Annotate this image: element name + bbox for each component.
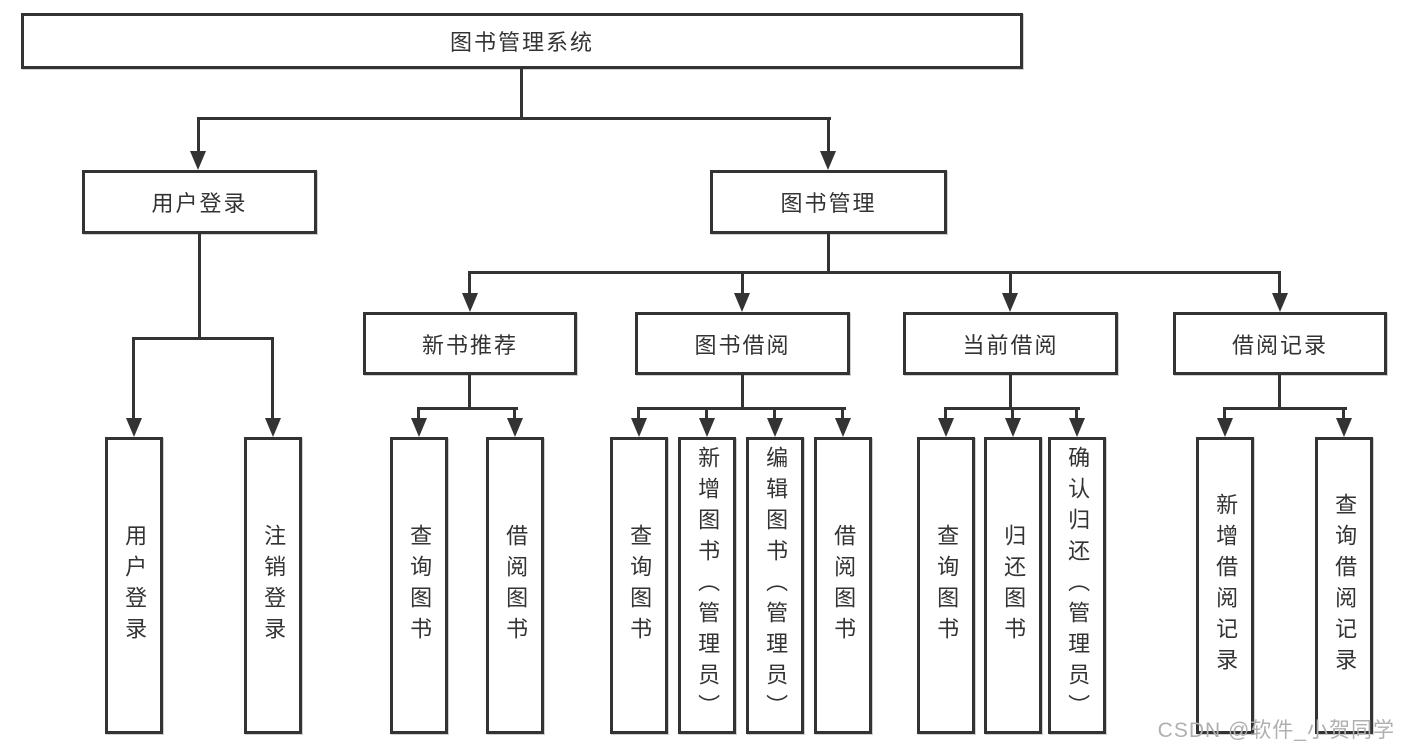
arrow-down-icon xyxy=(767,418,783,437)
leaf-borrow-books-recommend: 借阅图书 xyxy=(486,437,544,734)
arrow-down-icon xyxy=(190,151,206,170)
leaf-logout-label: 注销登录 xyxy=(261,523,287,648)
arrow-down-icon xyxy=(1069,418,1085,437)
node-book-borrowing-label: 图书借阅 xyxy=(694,332,791,358)
connector-line xyxy=(198,234,201,337)
leaf-user-login: 用户登录 xyxy=(105,437,163,734)
connector-line xyxy=(773,407,776,418)
arrow-down-icon xyxy=(462,293,478,312)
connector-line xyxy=(513,407,516,418)
node-user-login: 用户登录 xyxy=(82,170,317,234)
node-user-login-label: 用户登录 xyxy=(151,191,248,216)
arrow-down-icon xyxy=(1336,418,1352,437)
connector-line xyxy=(1075,407,1078,418)
connector-line xyxy=(271,337,274,418)
node-book-management-label: 图书管理 xyxy=(780,191,877,216)
connector-line xyxy=(468,375,471,407)
arrow-down-icon xyxy=(1217,418,1233,437)
leaf-confirm-return-admin: 确认归还（管理员） xyxy=(1048,437,1106,734)
leaf-borrow-books-borrowing: 借阅图书 xyxy=(814,437,872,734)
connector-line xyxy=(468,271,471,293)
connector-line xyxy=(132,337,274,340)
connector-line xyxy=(132,337,135,418)
node-new-book-recommend: 新书推荐 xyxy=(363,312,577,375)
connector-line xyxy=(827,234,830,271)
connector-line xyxy=(468,271,1281,274)
leaf-confirm-return-admin-label: 确认归还（管理员） xyxy=(1065,446,1091,725)
leaf-query-borrow-record-label: 查询借阅记录 xyxy=(1332,492,1358,679)
arrow-down-icon xyxy=(631,418,647,437)
leaf-return-book-label: 归还图书 xyxy=(1001,523,1027,648)
leaf-borrow-books-recommend-label: 借阅图书 xyxy=(503,523,529,648)
arrow-down-icon xyxy=(820,151,836,170)
leaf-logout: 注销登录 xyxy=(244,437,302,734)
arrow-down-icon xyxy=(265,418,281,437)
arrow-down-icon xyxy=(507,418,523,437)
node-current-borrowing-label: 当前借阅 xyxy=(962,332,1059,358)
node-book-borrowing: 图书借阅 xyxy=(635,312,850,375)
connector-line xyxy=(1011,407,1014,418)
arrow-down-icon xyxy=(835,418,851,437)
leaf-return-book: 归还图书 xyxy=(984,437,1042,734)
connector-line xyxy=(417,407,420,418)
connector-line xyxy=(417,407,518,410)
leaf-query-books-borrowing: 查询图书 xyxy=(610,437,668,734)
arrow-down-icon xyxy=(938,418,954,437)
arrow-down-icon xyxy=(126,418,142,437)
connector-line xyxy=(1009,375,1012,407)
node-borrowing-records: 借阅记录 xyxy=(1173,312,1387,375)
node-root-label: 图书管理系统 xyxy=(449,30,594,55)
leaf-user-login-label: 用户登录 xyxy=(122,523,148,648)
node-current-borrowing: 当前借阅 xyxy=(903,312,1118,375)
connector-line xyxy=(944,407,947,418)
leaf-add-book-admin-label: 新增图书（管理员） xyxy=(695,446,721,725)
connector-line xyxy=(637,407,846,410)
connector-line xyxy=(1223,407,1347,410)
node-new-book-recommend-label: 新书推荐 xyxy=(421,332,518,358)
node-root: 图书管理系统 xyxy=(21,13,1023,69)
leaf-edit-book-admin-label: 编辑图书（管理员） xyxy=(763,446,789,725)
connector-line xyxy=(1223,407,1226,418)
arrow-down-icon xyxy=(411,418,427,437)
leaf-edit-book-admin: 编辑图书（管理员） xyxy=(746,437,804,734)
arrow-down-icon xyxy=(1272,293,1288,312)
connector-line xyxy=(520,69,523,117)
connector-line xyxy=(841,407,844,418)
leaf-query-books-current: 查询图书 xyxy=(917,437,975,734)
connector-line xyxy=(741,375,744,407)
connector-line xyxy=(197,117,200,151)
leaf-borrow-books-borrowing-label: 借阅图书 xyxy=(831,523,857,648)
arrow-down-icon xyxy=(699,418,715,437)
connector-line xyxy=(827,117,830,151)
arrow-down-icon xyxy=(1005,418,1021,437)
connector-line xyxy=(1342,407,1345,418)
leaf-add-borrow-record: 新增借阅记录 xyxy=(1196,437,1254,734)
arrow-down-icon xyxy=(1002,293,1018,312)
connector-line xyxy=(705,407,708,418)
leaf-query-books-recommend: 查询图书 xyxy=(390,437,448,734)
leaf-query-books-current-label: 查询图书 xyxy=(934,523,960,648)
connector-line xyxy=(1009,271,1012,293)
connector-line xyxy=(1278,271,1281,293)
leaf-add-borrow-record-label: 新增借阅记录 xyxy=(1213,492,1239,679)
arrow-down-icon xyxy=(734,293,750,312)
connector-line xyxy=(741,271,744,293)
connector-line xyxy=(637,407,640,418)
node-borrowing-records-label: 借阅记录 xyxy=(1231,332,1328,358)
leaf-query-books-recommend-label: 查询图书 xyxy=(407,523,433,648)
csdn-watermark: CSDN @软件_小贺同学 xyxy=(1157,719,1395,742)
leaf-add-book-admin: 新增图书（管理员） xyxy=(678,437,736,734)
leaf-query-books-borrowing-label: 查询图书 xyxy=(627,523,653,648)
leaf-query-borrow-record: 查询借阅记录 xyxy=(1315,437,1373,734)
connector-line xyxy=(197,117,831,120)
connector-line xyxy=(1278,375,1281,407)
node-book-management: 图书管理 xyxy=(710,170,947,234)
